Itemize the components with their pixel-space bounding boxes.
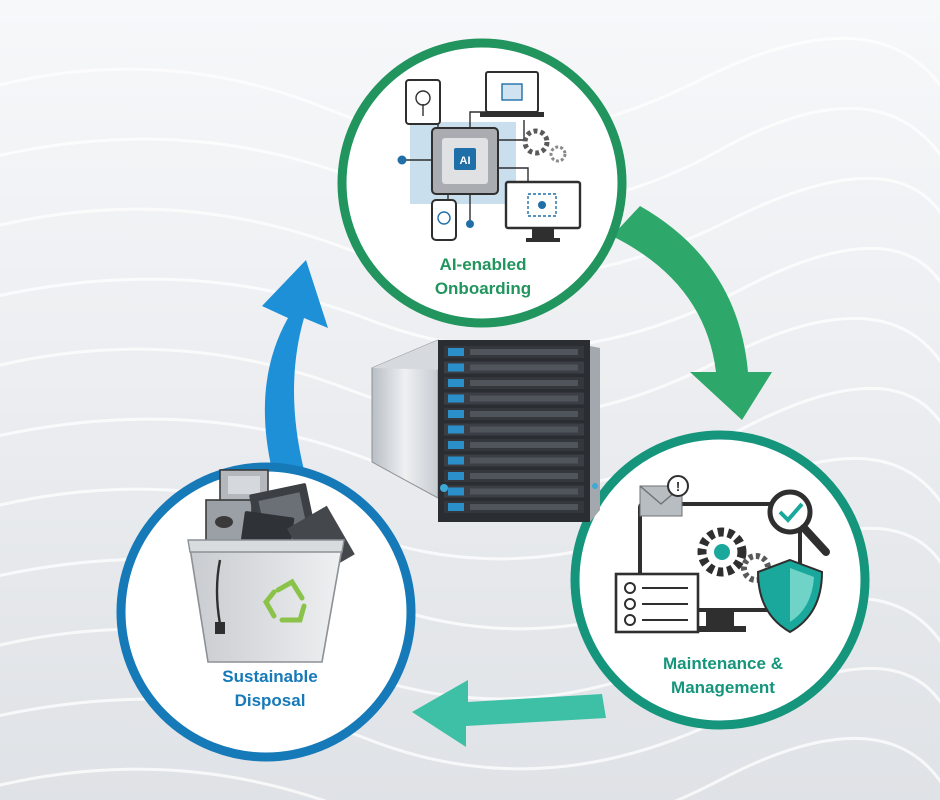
- chip-label: AI: [460, 155, 471, 167]
- stage-label-line: Onboarding: [434, 279, 532, 298]
- rack-unit-grill: [470, 411, 578, 417]
- arrow-disposal-to-onboarding: [262, 260, 328, 470]
- recycle-bin-icon: [187, 469, 355, 663]
- rack-unit-grill: [470, 504, 578, 510]
- rack-unit-light: [448, 379, 464, 387]
- rack-unit-grill: [470, 426, 578, 433]
- rack-unit-grill: [470, 349, 578, 355]
- stage-label-maintenance: Maintenance & Management: [623, 652, 823, 700]
- rack-unit-light: [448, 441, 464, 449]
- rack-unit-grill: [470, 473, 578, 479]
- stage-label-line: AI-enabled: [439, 255, 527, 274]
- rack-unit-light: [448, 425, 464, 434]
- svg-text:!: !: [676, 479, 680, 494]
- stage-label-onboarding: AI-enabled Onboarding: [383, 253, 583, 301]
- ai-chip-icon: AI: [397, 71, 582, 242]
- rack-unit-grill: [470, 457, 578, 464]
- rack-unit-light: [448, 503, 464, 511]
- arrow-maintenance-to-disposal: [412, 680, 606, 747]
- rack-unit-grill: [470, 380, 578, 386]
- rack-unit-light: [448, 394, 464, 403]
- stage-label-line: Maintenance &: [663, 654, 783, 673]
- rack-unit-grill: [470, 395, 578, 402]
- rack-unit-light: [448, 487, 464, 496]
- stage-label-disposal: Sustainable Disposal: [170, 665, 370, 713]
- rack-unit-grill: [470, 364, 578, 371]
- server-rack-icon: [371, 339, 600, 522]
- rack-unit-light: [448, 456, 464, 465]
- stage-label-line: Disposal: [234, 691, 306, 710]
- rack-unit-light: [448, 472, 464, 480]
- rack-unit-grill: [470, 442, 578, 448]
- stage-label-line: Management: [671, 678, 775, 697]
- stage-label-line: Sustainable: [222, 667, 318, 686]
- rack-unit-light: [448, 348, 464, 356]
- rack-unit-light: [448, 410, 464, 418]
- arrow-onboarding-to-maintenance: [612, 206, 772, 420]
- rack-unit-grill: [470, 488, 578, 495]
- rack-unit-light: [448, 363, 464, 372]
- monitor-gear-shield-icon: !: [614, 475, 830, 634]
